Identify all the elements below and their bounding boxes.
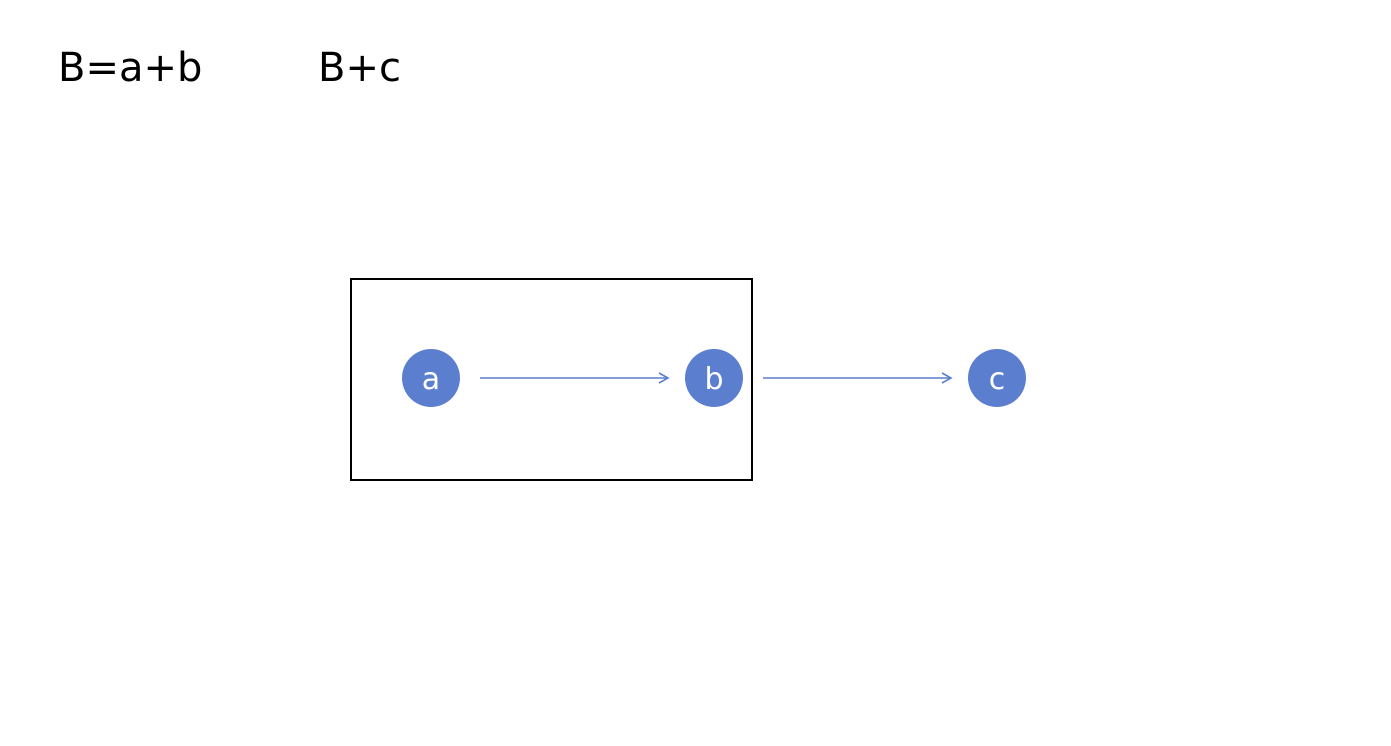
node-a-circle [402,349,460,407]
node-c-circle [968,349,1026,407]
node-b-label: b [704,362,723,397]
node-c: c [968,349,1026,407]
node-a: a [402,349,460,407]
group-box-a-b [350,278,753,481]
node-b: b [685,349,743,407]
node-a-label: a [422,362,440,397]
formula-b-equals-a-plus-b: B=a+b [58,45,203,91]
node-c-label: c [989,362,1006,397]
formula-b-plus-c: B+c [318,45,401,91]
node-b-circle [685,349,743,407]
